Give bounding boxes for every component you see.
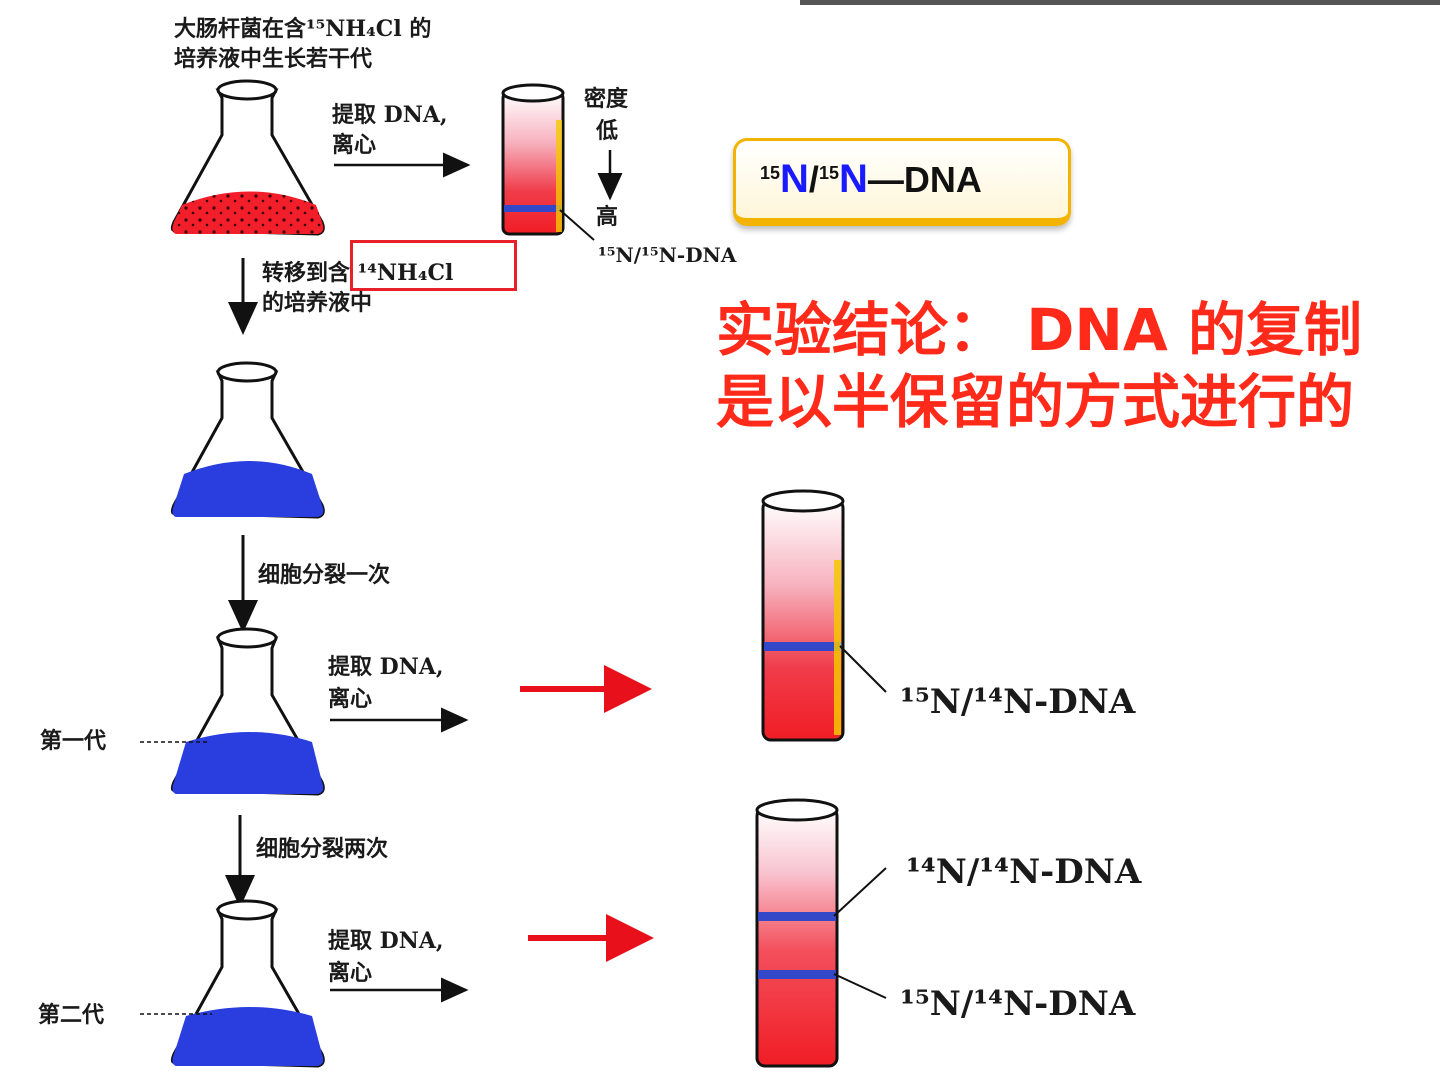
label-density-high: 高 — [596, 204, 619, 230]
callout-slash: / — [808, 159, 819, 200]
conclusion-line-1: 实验结论： DNA 的复制 — [716, 296, 1362, 364]
top-bar — [800, 0, 1440, 5]
pointer-band-2 — [839, 645, 887, 693]
label-band-gen1: ¹⁵N/¹⁴N-DNA — [900, 682, 1136, 722]
conclusion-line-2: 是以半保留的方式进行的 — [716, 368, 1355, 436]
label-centrifuge-2: 离心 — [328, 686, 373, 712]
label-transfer: 转移到含 ¹⁴NH₄Cl — [262, 260, 454, 286]
label-band-15n14n: ¹⁵N/¹⁴N-DNA — [900, 984, 1136, 1024]
callout-15n15n-dna: 15N/15N—DNA — [733, 138, 1071, 226]
callout-iso-2: 15 — [818, 163, 839, 183]
label-extract-3: 提取 DNA, — [328, 928, 444, 954]
callout-iso-1: 15 — [760, 163, 781, 183]
callout-n-2: N — [838, 157, 868, 201]
flask-14n — [170, 361, 325, 519]
callout-tail: —DNA — [867, 159, 982, 200]
tube-gen2 — [755, 798, 839, 1068]
tube-gen1 — [761, 489, 845, 742]
label-extract-1: 提取 DNA, — [332, 102, 448, 128]
flask-gen2 — [170, 899, 325, 1068]
label-band-14n14n: ¹⁴N/¹⁴N-DNA — [906, 852, 1142, 892]
label-extract-2: 提取 DNA, — [328, 654, 444, 680]
label-centrifuge-1: 离心 — [332, 132, 377, 158]
pointer-band-3 — [833, 867, 887, 917]
label-gen2: 第二代 — [38, 1002, 105, 1028]
pointer-band-4 — [833, 973, 887, 999]
label-divide-once: 细胞分裂一次 — [258, 562, 391, 588]
flask-15n — [170, 79, 325, 236]
callout-n-1: N — [780, 157, 809, 201]
label-start: 大肠杆菌在含¹⁵NH₄Cl 的 — [174, 16, 432, 42]
label-centrifuge-3: 离心 — [328, 960, 373, 986]
label-gen1: 第一代 — [40, 728, 107, 754]
label-density: 密度 — [584, 86, 629, 112]
label-band-15n15n: ¹⁵N/¹⁵N-DNA — [598, 243, 737, 267]
label-transfer-2: 的培养液中 — [262, 290, 373, 316]
tube-15n15n — [501, 83, 565, 236]
label-density-low: 低 — [596, 118, 619, 144]
label-divide-twice: 细胞分裂两次 — [256, 836, 389, 862]
conclusion-text: 实验结论： DNA 的复制 是以半保留的方式进行的 — [716, 294, 1436, 438]
flask-gen1 — [170, 627, 325, 796]
label-start-2: 培养液中生长若干代 — [174, 46, 373, 72]
highlight-box-14n — [350, 240, 517, 291]
pointer-band-1 — [559, 209, 595, 241]
